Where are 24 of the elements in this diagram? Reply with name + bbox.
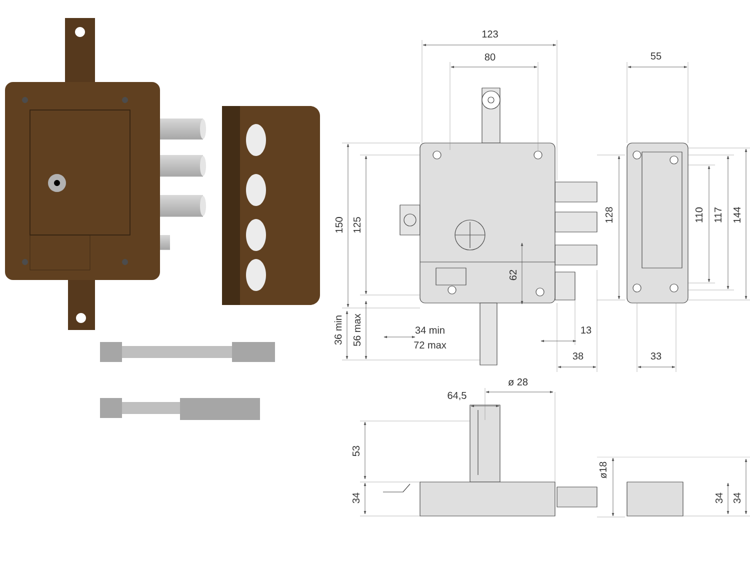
dimension-label: ø 28	[508, 378, 528, 386]
dimension-label: 38	[572, 352, 584, 360]
dimension-label: 33	[650, 352, 662, 360]
dimension-label: 128	[605, 207, 613, 223]
dimension-label: 150	[335, 217, 343, 233]
dimension-label: 64,5	[448, 392, 466, 400]
dimension-label: 144	[734, 206, 740, 223]
dimension-label: 34 min	[415, 326, 444, 334]
dimension-label: ø18	[599, 462, 607, 478]
dimension-label: 55	[650, 52, 662, 60]
dimension-label: 34	[733, 492, 741, 504]
dimension-label: 80	[484, 53, 496, 61]
dimension-label: 56 max	[353, 314, 361, 346]
dimension-label: 123	[482, 30, 498, 38]
dimension-label: 13	[581, 326, 592, 334]
dimension-label: 36 min	[334, 316, 342, 345]
dimension-label: 34	[352, 492, 360, 504]
dimension-label: 72 max	[414, 341, 446, 349]
dimension-label: 53	[352, 446, 360, 456]
dimension-label: 110	[695, 207, 703, 222]
dimension-label: 125	[353, 217, 361, 233]
dimension-label: 117	[714, 208, 722, 222]
dimension-label: 34	[715, 492, 723, 504]
dimension-label: 62	[509, 270, 517, 280]
